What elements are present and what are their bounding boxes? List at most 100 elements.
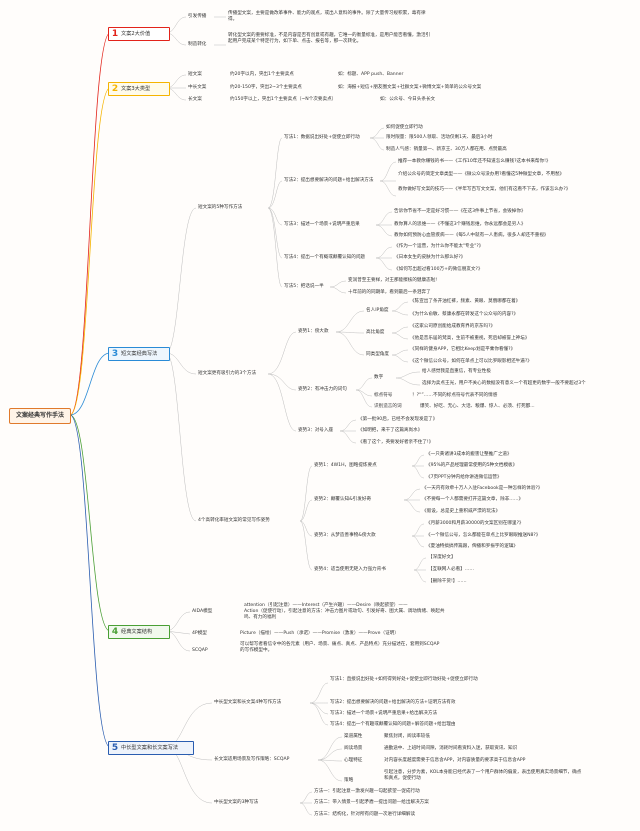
s3b-m2-cat-1[interactable]: 数字 [374,375,384,380]
s2-item-3-example[interactable]: 如：公众号、今日头条长文 [380,97,436,102]
s3a-w1-item-2[interactable]: 限时限量：限500人领取、活动仅剩1天、最后3小时 [386,135,493,140]
s5a-item-1[interactable]: 写法1：直接说出好处+如何得到好处+促使立即行动好处+促使立即行动 [330,677,478,682]
s4-aida-key[interactable]: AIDA模型 [192,609,213,614]
s5a-item-4[interactable]: 写法4：提出一个有趣或颠覆认知的问题+解答问题+给出理由 [330,722,456,727]
s2-item-3-key[interactable]: 长文案 [188,97,202,102]
s3b-m1-c2-item-2[interactable]: 《他是音乐届的梵高，生前不被重视，死后却被誉上神坛》 [410,336,530,341]
s5-group-a-label[interactable]: 中长型文案和长文案4种写作方法 [214,700,282,705]
s3c-p1-item-3[interactable]: 《7页PPT分钟内给你讲透微信运营》 [426,475,502,480]
s3b-m1-angle-1[interactable]: 名人IP角度 [366,308,389,313]
s3b-m1-angle-3[interactable]: 同类型角度 [366,352,389,357]
s3c-posture-2[interactable]: 姿势2：颠覆认知&引发好奇 [314,497,372,502]
s3b-m2-c1-item-1[interactable]: 给人感觉我是直重信，有专业性极 [422,369,491,374]
s3b-m1-c3-item-2[interactable]: 《这个微信公众号，如何在单点上可以比罗眼影相还牛逼?》 [410,359,532,364]
s4-scqap-key[interactable]: SCQAP [192,648,208,653]
s5b-row-1-val[interactable]: 聚焦封闭，阅读率较低 [384,734,430,739]
s3b-m2-c1-item-2[interactable]: 选择为卖点王光，用户不关心的数据没有意义一个有超更的数字一般不要超过3个 [422,381,586,386]
s3c-posture-1[interactable]: 姿势1：4W1H，图略提炼要点 [314,463,377,468]
s5b-row-2-key[interactable]: 阅读场景 [344,746,363,751]
s5b-row-4-key[interactable]: 策略 [344,778,354,783]
s3c-p3-item-3[interactable]: 《夏油特搞搞传篇跟，俾播和罗振宇的逻辑》 [426,544,518,549]
s5b-row-2-val[interactable]: 通勤途中、上班时间间隙，消耗时间看资料入迷，获取资讯、知识 [384,746,518,751]
s3a-w5-item-2[interactable]: 十年前的的同期单，看到最后一条泪奔了 [348,290,431,295]
s3a-w2-item-3[interactable]: 教你做好写文案的技巧——《半年写百写文文案，他们有这看不下去，作该怎么办?》 [398,187,571,192]
s3b-m2-cat-3[interactable]: 识别造言的词 [374,404,402,409]
s3c-p4-item-1[interactable]: 【深度好文】 [428,555,456,560]
s1-item-1-key[interactable]: 引发传播 [188,14,207,19]
s3b-m1-c2-item-1[interactable]: 《这家公司原创能给成教育界的京东吗?》 [410,324,496,329]
s5c-item-1[interactable]: 方法一：引起注意—激发兴趣—勾起欲望—促成行动 [314,789,420,794]
s4-scqap-desc[interactable]: 可以帮写者看信令中的各元素（用户、场景、痛点、真点、产品特点）充分描述在，套用到… [240,642,440,653]
s3b-m1-angle-2[interactable]: 高比角度 [366,330,385,335]
s3b-m1-c3-item-1[interactable]: 《同样的健身APP，它相比Keep划是平乘你看懂?》 [410,347,516,352]
s2-item-2-key[interactable]: 中长文案 [188,85,207,90]
s3c-p1-item-2[interactable]: 《95%的产品经理最常使用的5种文档模板》 [426,463,518,468]
s3c-p3-item-1[interactable]: 《月薪3000和月薪30000的文案区别在哪里?》 [426,521,524,526]
s3c-posture-3[interactable]: 姿势3：从梦造善事物&傍大款 [314,533,376,538]
s2-item-1-key[interactable]: 短文案 [188,72,202,77]
s3c-p1-item-1[interactable]: 《一只黄诸讲3成本的搬害让整推广之道》 [426,452,512,457]
s3c-p3-item-2[interactable]: 《一个微信公号，怎么都能在单点上比罗眼眼推送N8?》 [426,533,541,538]
s5-group-c-label[interactable]: 中长型文案的3种写法 [214,800,259,805]
s2-item-1-desc[interactable]: 约20字以内，突出1个主要卖点 [230,72,294,77]
s5c-item-3[interactable]: 方法三：结构化，针对所有问题一次进行详细解读 [314,812,416,817]
s5b-row-4-val[interactable]: 引起注意，分步为素，KOL本身能已经代表了一个用户群体的偏爱，表出使用真实场景细… [384,770,582,781]
s3-group-a-label[interactable]: 短文案的5种写作方法 [198,205,243,210]
s1-item-2-desc[interactable]: 转化型文案的重要标准，不是内容是否有创意或有趣，它唯一的衡量标准，是用户能否看懂… [228,33,431,44]
s3c-p2-item-1[interactable]: 《一天内有效牵十万人入驻Facebook是一种怎样的体验?》 [422,486,543,491]
s3b-m3-item-1[interactable]: 《第一批90后，已经不会发现发是了》 [358,417,438,422]
s2-item-2-desc[interactable]: 约20-150字，突出2~3个主要卖点 [230,85,302,90]
s3a-w2-item-1[interactable]: 推荐一本教你赚钱的书——《工作10年还不知道怎么赚钱?这本书来帮你!》 [398,159,551,164]
s3b-m2-cat-2[interactable]: 标点符号 [374,393,393,398]
s3a-w4-item-3[interactable]: 《如何写出超过看100万+的微信朋友文?》 [394,267,483,272]
s3b-posture-1[interactable]: 姿势1：傍大款 [298,329,329,334]
s4-4p-desc[interactable]: Picture（描绘）——Push（承诺）——Promise（激发）——Prov… [240,631,399,636]
s5-group-b-label[interactable]: 长文案适用场景及写作策略：SCQAP [214,757,290,762]
s2-item-2-example[interactable]: 如：海报+短信+朋友圈文案+社群文案+微博文案+简单的公众号文案 [338,85,482,90]
s5b-row-3-key[interactable]: 心理特征 [344,758,363,763]
s4-aida-line-1[interactable]: attention（引起注意）——Interest（产生兴趣）——Desire（… [244,603,408,608]
s3a-method-2[interactable]: 写法2：提出想要解决的问题+给出解决方法 [284,178,374,183]
s2-item-3-desc[interactable]: 约150字以上，突出1个主要卖点（~N个次要卖点） [230,97,337,102]
s3a-method-4[interactable]: 写法4：提出一个有概或颠覆认知的问题 [284,255,366,260]
s3a-w5-item-1[interactable]: 变润普至王要样，对王那能擦核的健康态啦! [348,278,438,283]
s3b-m1-c1-item-1[interactable]: 《陈宣出了条开油红裤，频素、黄眼、莫俄哪都在着》 [410,299,521,304]
s3a-w3-item-2[interactable]: 教你算人的思维——《不懂这3个赚钱思维，你永远都会是穷人》 [394,222,526,227]
s5a-item-2[interactable]: 写法2：提出想要解决的问题+给出解决的方法+证明方法有效 [330,700,456,705]
s3c-p4-item-2[interactable]: 【互联网人必看】…… [428,567,474,572]
s5b-row-1-key[interactable]: 渠道属性 [344,734,363,739]
s3c-p2-item-2[interactable]: 《不要每一个人都需要打开这篇文章，除非……》 [422,497,524,502]
s3a-w4-item-1[interactable]: 《作为一个运营，为什么你不能太"专业"?》 [394,244,484,249]
s1-item-1-desc[interactable]: 传播型文案，主要是做改革事件、能力的观点，或出人意料的事件。除了大量传习规积累，… [228,11,426,22]
s4-aida-line-2[interactable]: Action（促使行动），引起注意的方法：冲击力图片或动句、引发好奇、图大属、调… [244,609,445,620]
s5c-item-2[interactable]: 方法二：带入情景—引起矛盾—提出问题—给出解决方案 [314,800,429,805]
s3a-w1-item-1[interactable]: 如何促使立即行动 [386,125,423,130]
s3a-w1-item-3[interactable]: 制造人气感：销量第一、新京王、30万人都在用、点赞最高 [386,147,507,152]
root-topic[interactable]: 文案经典写作手法 [9,408,71,424]
s5a-item-3[interactable]: 写法3：描述一个场景+说明严重后果+给出解决方法 [330,711,438,716]
s3b-m2-c2-item-1[interactable]: ！?“”……不同的标点符号代表不同的情感 [412,393,498,398]
s3a-w3-item-3[interactable]: 教你如何预防心血管疾病——《每5人中就有一人患病，很多人却还不重视》 [394,233,549,238]
s3a-w2-item-2[interactable]: 介绍公众号的简定文章类型——《微公众号没办用?看懂这5种微型文章，不用愁》 [398,172,565,177]
s3a-method-1[interactable]: 写法1：数据说出好处+促使立即行动 [284,135,360,140]
s3b-m3-item-3[interactable]: 《看了这个，英要发好者亲不住了!》 [358,440,434,445]
s3b-m1-c1-item-2[interactable]: 《为什么俞敏、蔡康永都在转发这个公众号的内容?》 [410,312,519,317]
s3b-posture-2[interactable]: 姿势2：有冲击力的词句 [298,387,347,392]
s3c-p4-item-3[interactable]: 【删除干货!】…… [428,579,467,584]
s5b-row-3-val[interactable]: 对内容长度越度需要于信息含APP，对内容质量的要求高于信息含APP [384,758,526,763]
s3b-m3-item-2[interactable]: 《如明把，来干了这篇离尚水》 [358,428,423,433]
s2-item-1-example[interactable]: 如：标题、APP push、Banner [338,72,404,77]
s4-4p-key[interactable]: 4P模型 [192,631,207,636]
s1-item-2-key[interactable]: 制造转化 [188,42,207,47]
s3c-p2-item-3[interactable]: 《假设，总是史上重积威严漂的玩法》 [422,509,501,514]
s3a-w3-item-1[interactable]: 告诉你节省不一定是好习惯——《在这3件事上节省，会毁掉你》 [394,209,526,214]
s3-group-b-label[interactable]: 短文案更有吸引力的3个方法 [198,371,257,376]
s3a-method-5[interactable]: 写法5：把话说一半 [284,284,324,289]
s3b-m2-c3-item-1[interactable]: 爆笑、好吃、无心、大话、粮爆、惊人、必须、打死都... [420,404,535,409]
s3a-w4-item-2[interactable]: 《日本女生的皮肤为什么那么好?》 [394,255,466,260]
